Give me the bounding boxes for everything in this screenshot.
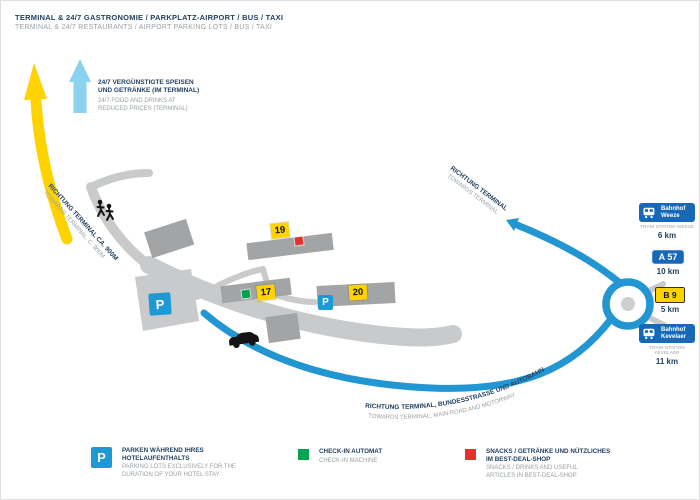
sign-label-line1: Bahnhof [661,327,686,333]
legend-line: CHECK-IN MACHINE [319,457,378,464]
sign-box: Bahnhof Weeze [639,203,695,222]
building-badge-17: 17 [256,284,276,301]
legend-line: SNACKS / GETRÄNKE UND NÜTZLICHES [486,448,611,455]
shop-legend-icon [465,449,476,460]
legend-line: SNACKS / DRINKS AND USEFUL [486,465,578,472]
header-title-de: TERMINAL & 24/7 GASTRONOMIE / PARKPLATZ-… [15,13,284,22]
sign-label-line2: Weeze [661,212,680,219]
sign-a57: A 57 10 km [651,249,685,276]
checkin-legend-icon [298,449,309,460]
legend-line: HOTELAUFENTHALTS [122,454,190,462]
label-towards-terminal: RICHTUNG TERMINAL TOWARDS TERMINAL [446,165,509,216]
legend-line: ARTICLES IN BEST-DEAL-SHOP [486,472,577,479]
legend-line: DURATION OF YOUR HOTEL STAY [122,471,220,478]
yellow-arrowhead-icon [24,63,47,100]
building-badge-19: 19 [270,222,290,239]
food-note-en-2: REDUCED PRICES (TERMINAL) [98,105,188,112]
roundabout [602,278,654,330]
sign-distance: 11 km [655,357,679,366]
sign-subtitle: TRAIN STATION KEVELAER [649,345,685,355]
sign-distance: 5 km [660,305,680,314]
sign-distance: 10 km [656,267,680,276]
sign-label: Bahnhof Kevelaer [661,327,686,340]
yellow-walking-route [24,63,73,245]
train-icon [643,207,655,218]
sign-distance: 6 km [657,231,677,240]
legend-shop-text: SNACKS / GETRÄNKE UND NÜTZLICHES IM BEST… [486,448,610,480]
sign-box: Bahnhof Kevelaer [639,324,695,343]
building-badge-20: 20 [348,284,368,301]
parking-icon-small: P [318,295,333,310]
sign-label: Bahnhof Weeze [661,206,685,219]
sign-label-line1: Bahnhof [661,206,686,212]
legend-shop: SNACKS / GETRÄNKE UND NÜTZLICHES IM BEST… [465,448,610,480]
food-note: 24/7 VERGÜNSTIGTE SPEISEN UND GETRÄNKE (… [98,79,199,113]
food-drinks-arrow-icon [69,59,91,113]
page-header: TERMINAL & 24/7 GASTRONOMIE / PARKPLATZ-… [15,13,283,31]
header-title-en: TERMINAL & 24/7 RESTAURANTS / AIRPORT PA… [15,24,273,31]
legend-line: PARKEN WÄHREND IHRES [122,447,204,454]
blue-arrowhead-icon [506,218,519,231]
legend-line: CHECK-IN AUTOMAT [319,448,383,455]
pedestrians-icon [96,199,114,221]
sign-subtitle: TRAIN STATION WEEZE [640,224,694,229]
checkin-marker-icon [241,289,251,299]
parking-legend-icon: P [91,447,112,468]
legend-checkin: CHECK-IN AUTOMAT CHECK-IN MACHINE [298,448,382,465]
legend-parking-text: PARKEN WÄHREND IHRES HOTELAUFENTHALTS PA… [122,447,236,479]
food-note-en-1: 24/7 FOOD AND DRINKS AT [98,98,176,104]
train-icon [643,328,655,339]
food-note-de-1: 24/7 VERGÜNSTIGTE SPEISEN [98,79,194,86]
legend-line: PARKING LOTS EXCLUSIVELY FOR THE [122,464,236,471]
sign-bahnhof-weeze: Bahnhof Weeze TRAIN STATION WEEZE 6 km [639,203,695,240]
food-note-de-2: UND GETRÄNKE (IM TERMINAL) [98,87,200,94]
blue-drive-route [200,218,624,392]
sign-label-line2: Kevelaer [661,333,687,340]
motorway-sign-icon: A 57 [651,249,685,265]
road-sign-icon: B 9 [655,287,685,303]
legend-checkin-text: CHECK-IN AUTOMAT CHECK-IN MACHINE [319,448,382,465]
legend-parking: P PARKEN WÄHREND IHRES HOTELAUFENTHALTS … [91,447,236,479]
car-icon [229,331,260,348]
legend-line: IM BEST-DEAL-SHOP [486,455,551,463]
parking-icon-main: P [148,292,172,316]
shop-marker-icon [294,236,304,246]
sign-bahnhof-kevelaer: Bahnhof Kevelaer TRAIN STATION KEVELAER … [639,324,695,366]
sign-b9: B 9 5 km [655,287,685,314]
label-terminal-de: RICHTUNG TERMINAL [449,165,509,213]
